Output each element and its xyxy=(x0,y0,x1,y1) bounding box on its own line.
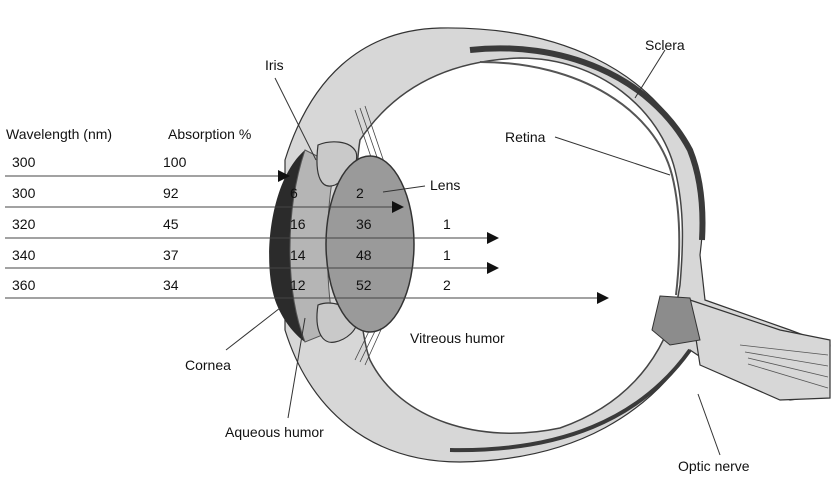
absorption-cell: 45 xyxy=(163,216,179,232)
wavelength-cell: 360 xyxy=(12,277,36,293)
vitreous-value: 1 xyxy=(443,247,451,263)
lens-value: 48 xyxy=(356,247,372,263)
lens-value: 36 xyxy=(356,216,372,232)
wavelength-cell: 320 xyxy=(12,216,36,232)
sclera-leader xyxy=(635,50,665,98)
absorption-cell: 92 xyxy=(163,185,179,201)
lens-value: 2 xyxy=(356,185,364,201)
wavelength-cell: 300 xyxy=(12,154,36,170)
optic-nerve-shape xyxy=(690,300,830,400)
aqueous-value: 14 xyxy=(290,247,306,263)
optic-nerve-leader xyxy=(698,394,720,455)
absorption-cell: 34 xyxy=(163,277,179,293)
label-sclera: Sclera xyxy=(645,37,685,53)
lens-shape xyxy=(326,156,414,332)
label-retina: Retina xyxy=(505,129,546,145)
vitreous-value: 1 xyxy=(443,216,451,232)
lens-value: 52 xyxy=(356,277,372,293)
label-iris: Iris xyxy=(265,57,284,73)
label-cornea: Cornea xyxy=(185,357,231,373)
cornea-leader xyxy=(226,308,280,350)
wavelength-cell: 300 xyxy=(12,185,36,201)
aqueous-value: 16 xyxy=(290,216,306,232)
label-optic-nerve: Optic nerve xyxy=(678,458,750,474)
vitreous-value: 2 xyxy=(443,277,451,293)
label-lens: Lens xyxy=(430,177,460,193)
wavelength-cell: 340 xyxy=(12,247,36,263)
absorption-cell: 100 xyxy=(163,154,187,170)
table-header-absorption: Absorption % xyxy=(168,126,251,142)
label-vitreous-humor: Vitreous humor xyxy=(410,330,505,346)
aqueous-value: 6 xyxy=(290,185,298,201)
label-aqueous-humor: Aqueous humor xyxy=(225,424,324,440)
absorption-cell: 37 xyxy=(163,247,179,263)
table-header-wavelength: Wavelength (nm) xyxy=(6,126,112,142)
aqueous-value: 12 xyxy=(290,277,306,293)
